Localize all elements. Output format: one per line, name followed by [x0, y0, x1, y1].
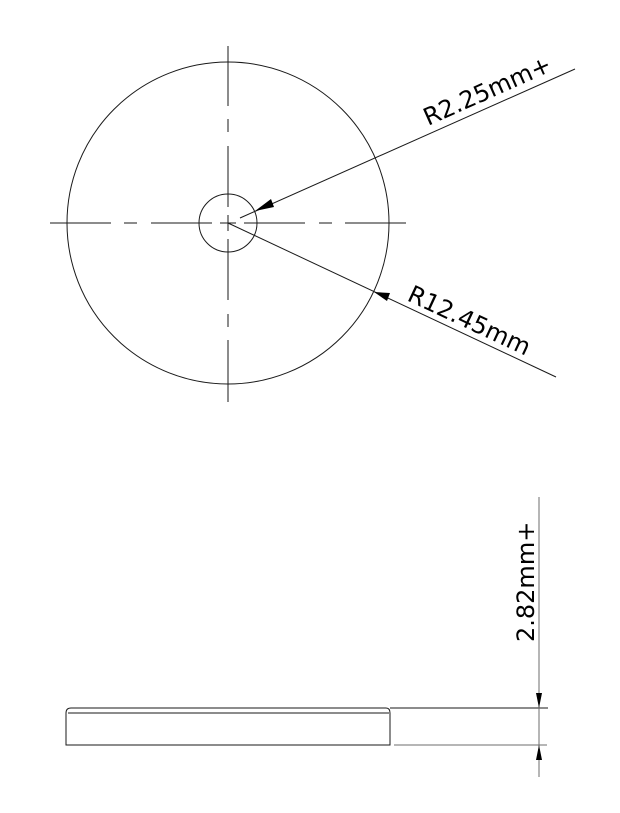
outer-radius-dimension: R12.45mm	[227, 222, 557, 378]
side-view: 2.82mm+	[65, 497, 548, 777]
top-view: R2.25mm+ R12.45mm	[50, 46, 576, 402]
arrowhead-icon	[374, 292, 390, 301]
arrowhead-down-icon	[536, 693, 542, 708]
disc-profile	[65, 707, 391, 746]
inner-radius-dimension: R2.25mm+	[239, 50, 576, 219]
thickness-label: 2.82mm+	[512, 522, 540, 642]
arrowhead-icon	[255, 199, 274, 211]
outer-radius-label: R12.45mm	[403, 280, 535, 361]
arrowhead-up-icon	[536, 745, 542, 760]
inner-radius-label: R2.25mm+	[419, 50, 556, 131]
